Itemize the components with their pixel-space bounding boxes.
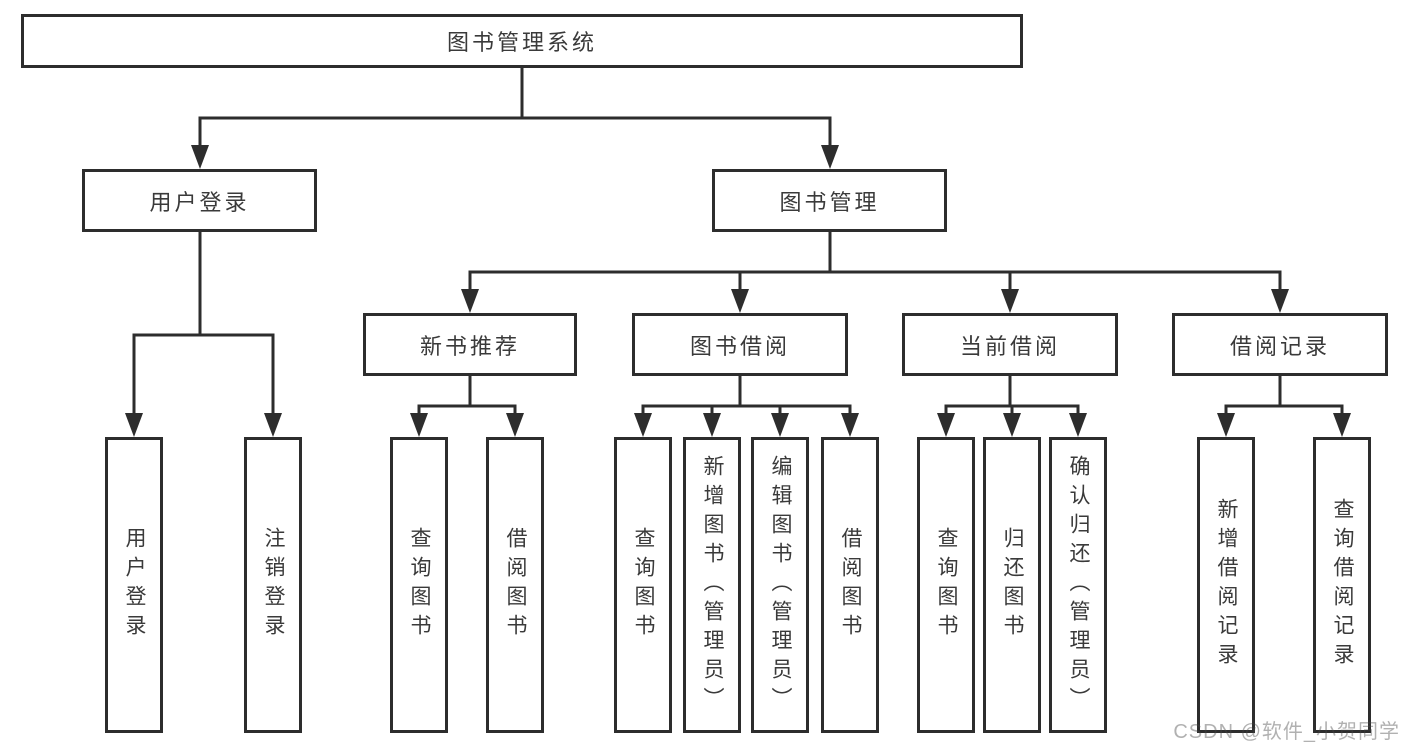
node-new-book-recommend: 新书推荐 (363, 313, 577, 376)
node-user-login: 用户登录 (82, 169, 317, 232)
leaf-query-books-newbooks: 查询图书 (390, 437, 448, 733)
node-library-system: 图书管理系统 (21, 14, 1023, 68)
node-current-borrow: 当前借阅 (902, 313, 1118, 376)
leaf-query-books-current: 查询图书 (917, 437, 975, 733)
leaf-confirm-return-admin: 确认归还（管理员） (1049, 437, 1107, 733)
leaf-add-borrow-record: 新增借阅记录 (1197, 437, 1255, 733)
node-book-borrow: 图书借阅 (632, 313, 848, 376)
node-book-management: 图书管理 (712, 169, 947, 232)
watermark: CSDN @软件_小贺同学 (1173, 721, 1400, 743)
leaf-query-books-borrow: 查询图书 (614, 437, 672, 733)
leaf-borrow-books: 借阅图书 (821, 437, 879, 733)
leaf-query-borrow-record: 查询借阅记录 (1313, 437, 1371, 733)
leaf-edit-books-admin: 编辑图书（管理员） (751, 437, 809, 733)
node-borrow-records: 借阅记录 (1172, 313, 1388, 376)
leaf-add-books-admin: 新增图书（管理员） (683, 437, 741, 733)
leaf-logout: 注销登录 (244, 437, 302, 733)
leaf-user-login: 用户登录 (105, 437, 163, 733)
leaf-borrow-books-newbooks: 借阅图书 (486, 437, 544, 733)
leaf-return-books: 归还图书 (983, 437, 1041, 733)
